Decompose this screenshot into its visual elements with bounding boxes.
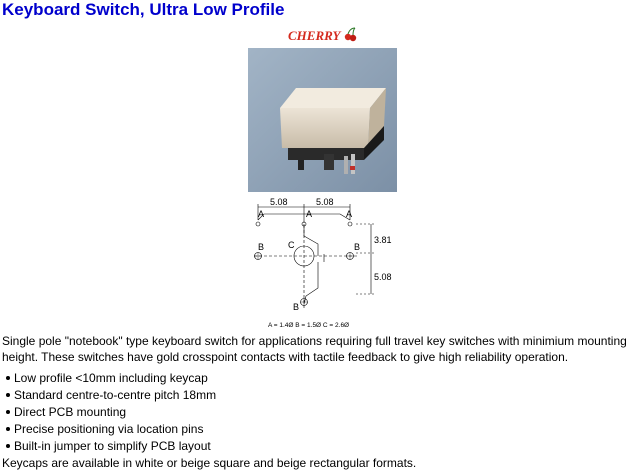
bullet-icon — [6, 393, 10, 397]
dim-top-right: 5.08 — [316, 197, 334, 207]
feature-item: Precise positioning via location pins — [2, 421, 216, 438]
bullet-icon — [6, 444, 10, 448]
label-a-1: A — [258, 209, 264, 219]
feature-text: Built-in jumper to simplify PCB layout — [14, 439, 211, 453]
cherry-icon — [344, 27, 357, 42]
bullet-icon — [6, 410, 10, 414]
feature-item: Standard centre-to-centre pitch 18mm — [2, 387, 216, 404]
closing-note: Keycaps are available in white or beige … — [2, 456, 417, 470]
page-title: Keyboard Switch, Ultra Low Profile — [2, 0, 285, 19]
logo-text: CHERRY — [288, 28, 342, 43]
footprint-drawing: 5.08 5.08 A A A 3.81 5.08 B C B B A = 1.… — [254, 197, 392, 329]
label-a-2: A — [306, 209, 312, 219]
label-b-bottom: B — [293, 302, 299, 312]
feature-item: Low profile <10mm including keycap — [2, 370, 216, 387]
hole-size-caption: A = 1.4Ø B = 1.5Ø C = 2.6Ø — [268, 322, 349, 329]
switch-photo — [248, 48, 397, 192]
label-b-left: B — [258, 242, 264, 252]
dim-right-bottom: 5.08 — [374, 272, 392, 282]
feature-text: Direct PCB mounting — [14, 405, 127, 419]
dim-top-left: 5.08 — [270, 197, 288, 207]
dim-right-top: 3.81 — [374, 235, 392, 245]
feature-text: Low profile <10mm including keycap — [14, 371, 208, 385]
feature-text: Precise positioning via location pins — [14, 422, 204, 436]
feature-list: Low profile <10mm including keycap Stand… — [2, 370, 216, 455]
description-paragraph: Single pole "notebook" type keyboard swi… — [2, 334, 627, 364]
label-a-3: A — [346, 209, 352, 219]
feature-text: Standard centre-to-centre pitch 18mm — [14, 388, 217, 402]
feature-item: Built-in jumper to simplify PCB layout — [2, 438, 216, 455]
label-c: C — [288, 240, 295, 250]
label-b-right: B — [354, 242, 360, 252]
bullet-icon — [6, 376, 10, 380]
bullet-icon — [6, 427, 10, 431]
cherry-logo: CHERRY — [288, 27, 357, 43]
feature-item: Direct PCB mounting — [2, 404, 216, 421]
